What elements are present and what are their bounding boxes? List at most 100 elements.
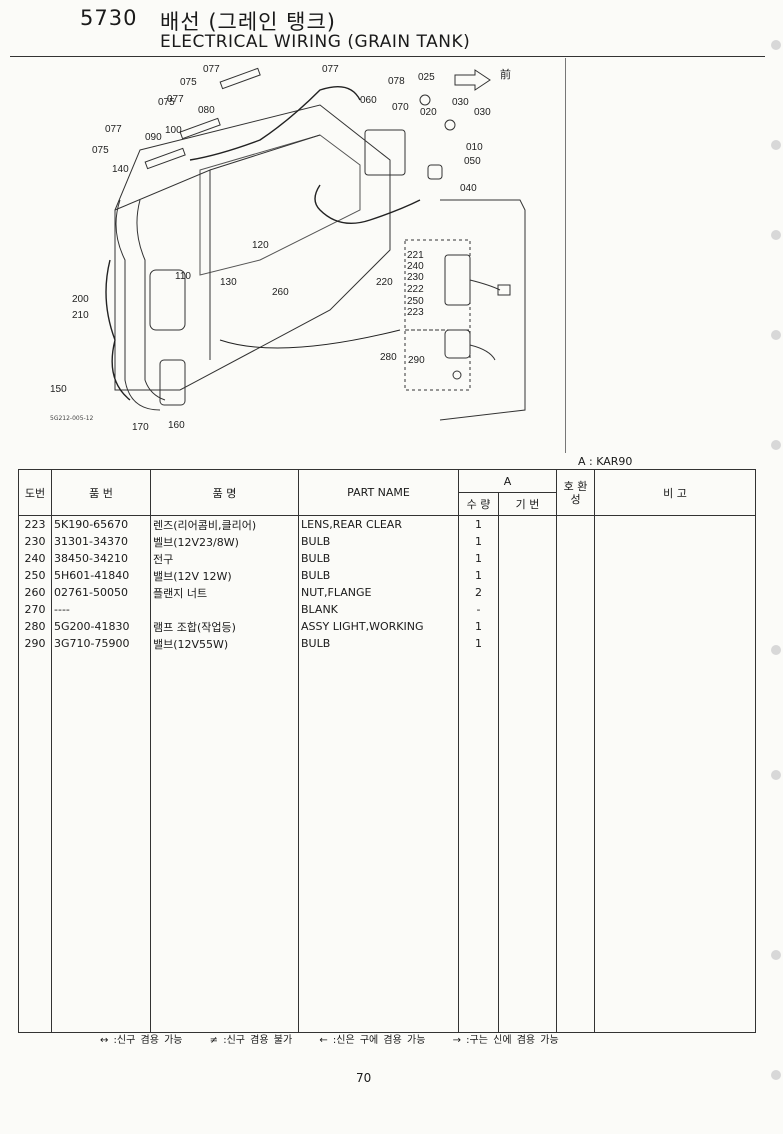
part-callout: 075 (158, 97, 175, 108)
blank-cell (298, 652, 459, 1033)
cell-ref-no: 250 (18, 567, 52, 584)
cell-part-name: NUT,FLANGE (298, 584, 459, 601)
legend-item: ↔ :신구 겸용 가능 (100, 1035, 183, 1046)
cell-ref-no: 260 (18, 584, 52, 601)
part-callout: 050 (464, 156, 481, 167)
cell-compat (556, 567, 595, 584)
page-number: 70 (356, 1071, 372, 1085)
part-callout: 240 (407, 261, 424, 272)
cell-part-no: 31301-34370 (51, 533, 151, 550)
cell-ref-no: 290 (18, 635, 52, 652)
title-korean: 배선 (그레인 탱크) (160, 10, 336, 34)
cell-remarks (594, 618, 756, 635)
part-callout: 221 (407, 250, 424, 261)
diagram-divider (565, 58, 566, 453)
col-compat: 호 환 성 (556, 469, 595, 516)
part-callout: 020 (420, 107, 437, 118)
front-marker: 前 (500, 67, 511, 81)
cell-part-no: 5G200-41830 (51, 618, 151, 635)
col-name-ko: 품 명 (150, 469, 299, 516)
cell-qty: 1 (458, 618, 499, 635)
cell-compat (556, 584, 595, 601)
cell-name-ko: 렌즈(리어콤비,클리어) (150, 515, 299, 533)
cell-part-no: 5H601-41840 (51, 567, 151, 584)
cell-remarks (594, 601, 756, 618)
cell-name-ko: 전구 (150, 550, 299, 567)
part-callout: 260 (272, 287, 289, 298)
cell-base (498, 618, 557, 635)
cell-base (498, 584, 557, 601)
cell-part-no: 5K190-65670 (51, 515, 151, 533)
title-english: ELECTRICAL WIRING (GRAIN TANK) (160, 32, 471, 52)
cell-remarks (594, 635, 756, 652)
blank-cell (18, 652, 52, 1033)
part-callout: 040 (460, 183, 477, 194)
cell-ref-no: 280 (18, 618, 52, 635)
col-qty: 수 량 (458, 492, 499, 516)
table-row: 270----BLANK- (18, 601, 756, 618)
cell-name-ko (150, 601, 299, 618)
cell-base (498, 515, 557, 533)
part-callout: 077 (203, 64, 220, 75)
cell-base (498, 550, 557, 567)
header-rule (10, 56, 765, 57)
cell-compat (556, 618, 595, 635)
part-callout: 280 (380, 352, 397, 363)
cell-part-name: LENS,REAR CLEAR (298, 515, 459, 533)
part-callout: 078 (388, 76, 405, 87)
cell-remarks (594, 533, 756, 550)
cell-compat (556, 601, 595, 618)
binder-hole (771, 645, 781, 655)
binder-hole (771, 950, 781, 960)
binder-hole (771, 1070, 781, 1080)
part-callout: 140 (112, 164, 129, 175)
cell-part-no: ---- (51, 601, 151, 618)
cell-name-ko: 밸브(12V55W) (150, 635, 299, 652)
cell-part-no: 38450-34210 (51, 550, 151, 567)
part-callout: 077 (322, 64, 339, 75)
part-callout: 150 (50, 384, 67, 395)
part-callout: 060 (360, 95, 377, 106)
part-callout: 030 (452, 97, 469, 108)
cell-remarks (594, 515, 756, 533)
legend-item: → :구는 신에 겸용 가능 (452, 1035, 559, 1046)
part-callout: 220 (376, 277, 393, 288)
part-callout: 077 (167, 94, 184, 105)
cell-compat (556, 533, 595, 550)
cell-part-name: BULB (298, 533, 459, 550)
part-callout: 200 (72, 294, 89, 305)
part-callout: 250 (407, 296, 424, 307)
binder-hole (771, 230, 781, 240)
cell-qty: 1 (458, 567, 499, 584)
cell-compat (556, 550, 595, 567)
cell-name-ko: 벨브(12V23/8W) (150, 533, 299, 550)
part-callout: 030 (474, 107, 491, 118)
cell-remarks (594, 567, 756, 584)
col-base: 기 번 (498, 492, 557, 516)
part-callout: 223 (407, 307, 424, 318)
cell-base (498, 533, 557, 550)
part-callout: 075 (180, 77, 197, 88)
cell-part-no: 3G710-75900 (51, 635, 151, 652)
cell-compat (556, 515, 595, 533)
part-callout: 110 (175, 271, 191, 282)
cell-qty: 1 (458, 550, 499, 567)
cell-part-name: BULB (298, 550, 459, 567)
parts-table: 도번 품 번 품 명 PART NAME A 호 환 성 비 고 수 량 기 번… (18, 469, 756, 1033)
cell-ref-no: 240 (18, 550, 52, 567)
part-callout: 077 (105, 124, 122, 135)
col-remarks: 비 고 (594, 469, 756, 516)
cell-qty: - (458, 601, 499, 618)
cell-part-name: BLANK (298, 601, 459, 618)
binder-hole (771, 140, 781, 150)
cell-qty: 1 (458, 635, 499, 652)
part-callout: 090 (145, 132, 162, 143)
cell-remarks (594, 584, 756, 601)
blank-cell (498, 652, 557, 1033)
cell-part-name: ASSY LIGHT,WORKING (298, 618, 459, 635)
